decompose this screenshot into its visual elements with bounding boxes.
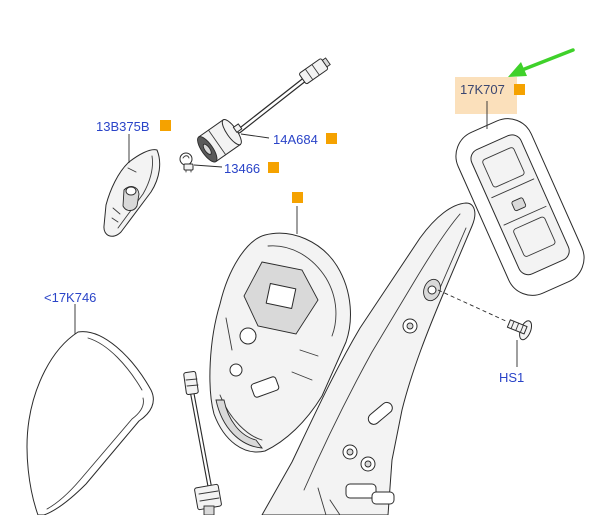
mirror-arm-part	[261, 202, 476, 515]
callout-label[interactable]: 14A684	[273, 132, 318, 147]
callout-label[interactable]: 13466	[224, 161, 260, 176]
callout-label[interactable]: HS1	[499, 370, 524, 385]
callout-label[interactable]: <17K746	[44, 290, 96, 305]
mirror-cover-part	[103, 149, 161, 237]
wiring-harness-part	[197, 57, 331, 163]
orange-square-marker-icon[interactable]	[160, 120, 171, 131]
mirror-housing-part	[209, 232, 351, 453]
bulb-part	[179, 152, 194, 173]
green-arrow-icon	[508, 48, 575, 77]
screw-part	[437, 289, 533, 341]
orange-square-marker-icon[interactable]	[514, 84, 525, 95]
orange-square-marker-icon[interactable]	[326, 133, 337, 144]
mirror-glass-part	[455, 118, 585, 296]
lower-wiring-part	[183, 371, 222, 515]
mirror-shell-part	[26, 331, 154, 515]
callout-label-highlighted[interactable]: 17K707	[460, 82, 505, 97]
orange-square-marker-icon[interactable]	[292, 192, 303, 203]
orange-square-marker-icon[interactable]	[268, 162, 279, 173]
callout-label[interactable]: 13B375B	[96, 119, 150, 134]
callout-highlight	[455, 77, 517, 114]
leader-line	[240, 133, 270, 139]
leader-line	[193, 164, 223, 168]
